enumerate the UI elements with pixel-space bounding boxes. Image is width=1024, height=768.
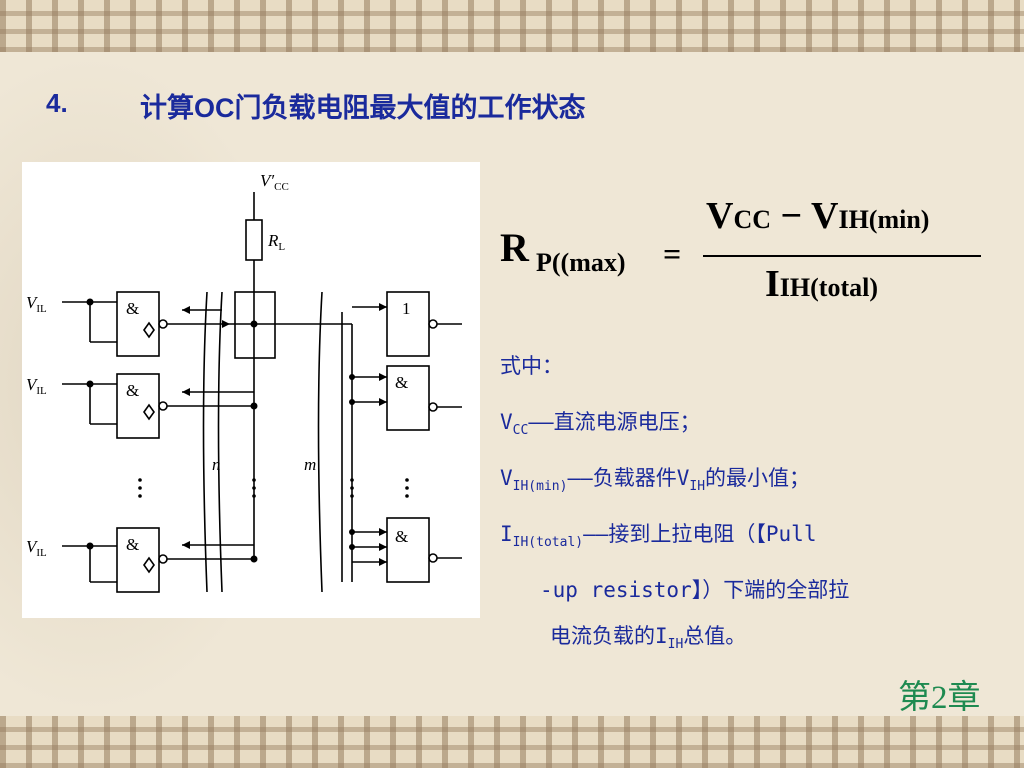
formula-lhs: R <box>500 225 529 270</box>
note-iih: IIH(total)——接到上拉电阻（【Pull <box>500 522 817 551</box>
formula-denominator: IIH(total) <box>765 263 878 305</box>
m-label: m <box>304 455 316 474</box>
and-gate-symbol-5: & <box>395 527 408 546</box>
formula-numerator: VCC − VIH(min) <box>706 195 930 237</box>
note-iih-line2: -up resistor】）下端的全部拉 <box>540 578 850 602</box>
formula-equals: = <box>663 236 682 272</box>
vil-label-2: VIL <box>26 375 47 397</box>
section-title: 计算OC门负载电阻最大值的工作状态 <box>140 93 586 123</box>
circuit-svg: V′CC RL VIL VIL VIL & & & 1 & & n m <box>26 171 462 593</box>
decorative-border-top <box>0 0 1024 52</box>
n-label: n <box>212 455 221 474</box>
vcc-label: V′CC <box>260 171 289 193</box>
chapter-label: 第2章 <box>898 680 981 716</box>
oc-gate-circuit-diagram: V′CC RL VIL VIL VIL & & & 1 & & n m <box>22 162 480 618</box>
and-gate-symbol-3: & <box>126 535 139 554</box>
and-gate-symbol-4: & <box>395 373 408 392</box>
note-iih-line3: 电流负载的IIH总值。 <box>550 624 747 653</box>
rl-label: RL <box>267 231 285 253</box>
not-gate-symbol: 1 <box>402 299 411 318</box>
formula-lhs-subscript: P((max) <box>536 248 626 277</box>
note-vcc: VCC——直流电源电压； <box>500 410 701 439</box>
section-number: 4. <box>46 88 68 118</box>
note-vih: VIH(min)——负载器件VIH的最小值； <box>500 466 811 495</box>
vil-label-3: VIL <box>26 537 47 559</box>
notes-intro: 式中： <box>500 354 563 378</box>
decorative-border-bottom <box>0 716 1024 768</box>
vil-label-1: VIL <box>26 293 47 315</box>
and-gate-symbol-2: & <box>126 381 139 400</box>
and-gate-symbol-1: & <box>126 299 139 318</box>
fraction-bar <box>703 255 981 257</box>
